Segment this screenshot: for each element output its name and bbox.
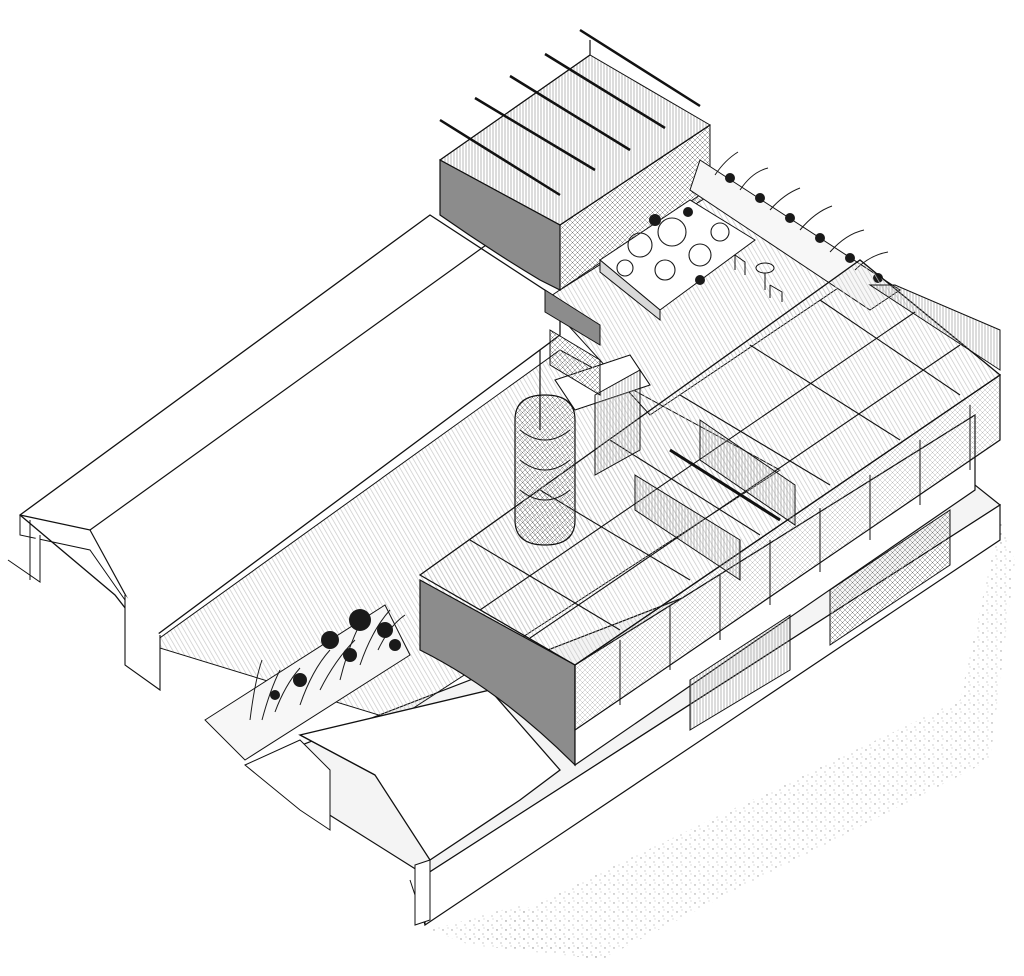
courtyard-planting [204,604,411,761]
bistro-seating-icon [734,254,783,302]
large-gable-roof [7,214,561,692]
reed-screens [634,419,796,581]
rear-planter [599,199,756,322]
ground-stipple [430,520,1015,960]
spiral-stair-icon [514,350,651,546]
rear-pergola-volume [439,28,711,291]
corridor-link [544,289,601,396]
